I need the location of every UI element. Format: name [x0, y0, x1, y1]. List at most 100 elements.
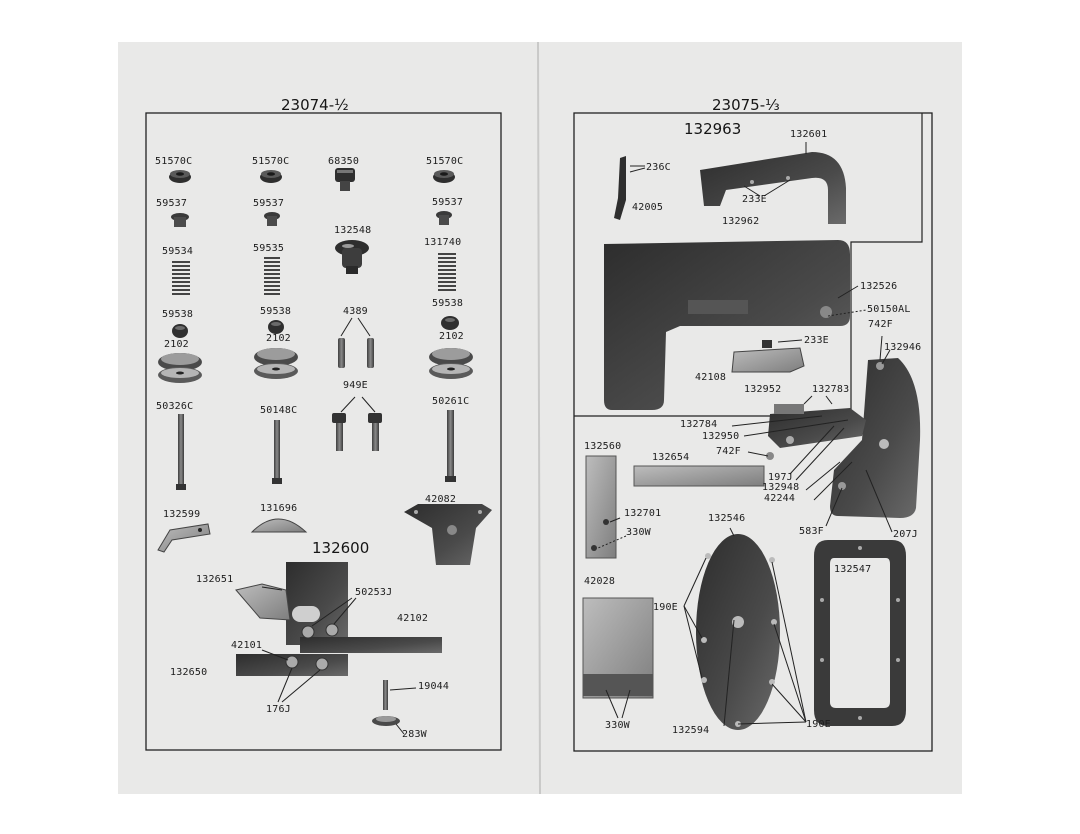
- part-label: 132946: [884, 342, 922, 353]
- part-label: 2102: [164, 339, 189, 350]
- part-label: 131696: [260, 503, 298, 514]
- part-label: 50326C: [156, 401, 194, 412]
- spring-59535: [264, 257, 280, 295]
- part-label: 132651: [196, 574, 234, 585]
- part-label: 233E: [742, 194, 767, 205]
- spring-131740: [438, 253, 456, 291]
- part-68350: [335, 168, 355, 191]
- left-page-title: 23074-½: [281, 96, 349, 114]
- stud-50326c: [176, 414, 186, 490]
- assembly-132600: [235, 562, 442, 703]
- plate-132560: [585, 455, 627, 559]
- part-label: 2102: [439, 331, 464, 342]
- pins-4389: [338, 317, 374, 368]
- screw-19044: [383, 680, 417, 710]
- part-label: 197J: [768, 472, 793, 483]
- part-label: 50253J: [355, 587, 393, 598]
- left-frame: [145, 112, 502, 751]
- hook-236c-42005: [614, 156, 646, 220]
- disc-2102-b: [254, 348, 298, 379]
- part-label: 190E: [653, 602, 678, 613]
- part-label: 132962: [722, 216, 760, 227]
- part-label: 132650: [170, 667, 208, 678]
- part-label: 583F: [799, 526, 824, 537]
- strip-132654: [633, 465, 765, 487]
- part-label: 132654: [652, 452, 690, 463]
- part-label: 59538: [432, 298, 464, 309]
- part-label: 42082: [425, 494, 457, 505]
- bushing-59537-a: [171, 213, 189, 227]
- part-label: 51570C: [426, 156, 464, 167]
- part-label: 50261C: [432, 396, 470, 407]
- part-label: 283W: [402, 729, 427, 740]
- bushing-59537-b: [264, 212, 280, 226]
- part-label: 42101: [231, 640, 263, 651]
- part-label: 132948: [762, 482, 800, 493]
- part-label: 742F: [868, 319, 893, 330]
- part-label: 132783: [812, 384, 850, 395]
- disc-2102-c: [429, 348, 473, 379]
- part-label: 132548: [334, 225, 372, 236]
- bushing-59537-c: [436, 211, 452, 225]
- part-label: 132952: [744, 384, 782, 395]
- part-label: 59538: [260, 306, 292, 317]
- part-label: 50150AL: [867, 304, 911, 315]
- cap-59538-b: [268, 320, 284, 334]
- part-label: 59537: [156, 198, 188, 209]
- plate-42082: [404, 504, 492, 565]
- part-label: 131740: [424, 237, 462, 248]
- cap-59538-a: [172, 324, 188, 338]
- part-label: 236C: [646, 162, 671, 173]
- cap-59538-c: [441, 316, 459, 330]
- part-label: 233E: [804, 335, 829, 346]
- page-fold: [537, 41, 541, 795]
- part-label: 132547: [834, 564, 872, 575]
- part-233e-42108: [731, 339, 805, 373]
- part-label: 42102: [397, 613, 429, 624]
- right-assembly-number: 132963: [684, 120, 742, 138]
- part-label: 207J: [893, 529, 918, 540]
- part-label: 42028: [584, 576, 616, 587]
- part-label: 132599: [163, 509, 201, 520]
- part-label: 132546: [708, 513, 746, 524]
- part-label: 330W: [626, 527, 651, 538]
- cover-132546: [683, 527, 807, 730]
- right-inner-divider: [574, 113, 923, 417]
- part-label: 59537: [253, 198, 285, 209]
- bushing-51570c-a: [169, 170, 191, 183]
- part-label: 132950: [702, 431, 740, 442]
- cover-132601: [700, 142, 846, 224]
- part-label: 42244: [764, 493, 796, 504]
- part-label: 50148C: [260, 405, 298, 416]
- part-label: 132526: [860, 281, 898, 292]
- part-label: 59534: [162, 246, 194, 257]
- part-label: 190E: [806, 719, 831, 730]
- part-label: 4389: [343, 306, 368, 317]
- gasket-132547: [814, 540, 906, 726]
- right-page-title: 23075-⅓: [712, 96, 780, 114]
- part-label: 132701: [624, 508, 662, 519]
- bushing-51570c-c: [433, 170, 455, 183]
- part-132548: [335, 240, 369, 274]
- part-label: 59537: [432, 197, 464, 208]
- part-label: 51570C: [155, 156, 193, 167]
- bushing-51570c-b: [260, 170, 282, 183]
- plate-42028: [582, 597, 654, 719]
- part-label: 59535: [253, 243, 285, 254]
- part-label: 176J: [266, 704, 291, 715]
- left-assembly-number: 132600: [312, 539, 370, 557]
- part-label: 132594: [672, 725, 710, 736]
- part-label: 51570C: [252, 156, 290, 167]
- washer-283w: [372, 716, 405, 735]
- part-label: 2102: [266, 333, 291, 344]
- part-label: 742F: [716, 446, 741, 457]
- arm-assembly-132946: [830, 335, 921, 518]
- part-label: 949E: [343, 380, 368, 391]
- part-label: 330W: [605, 720, 630, 731]
- part-label: 68350: [328, 156, 360, 167]
- lever-132950: [731, 395, 893, 533]
- bracket-132599: [157, 523, 211, 553]
- part-label: 42005: [632, 202, 664, 213]
- stud-50261c: [445, 410, 456, 482]
